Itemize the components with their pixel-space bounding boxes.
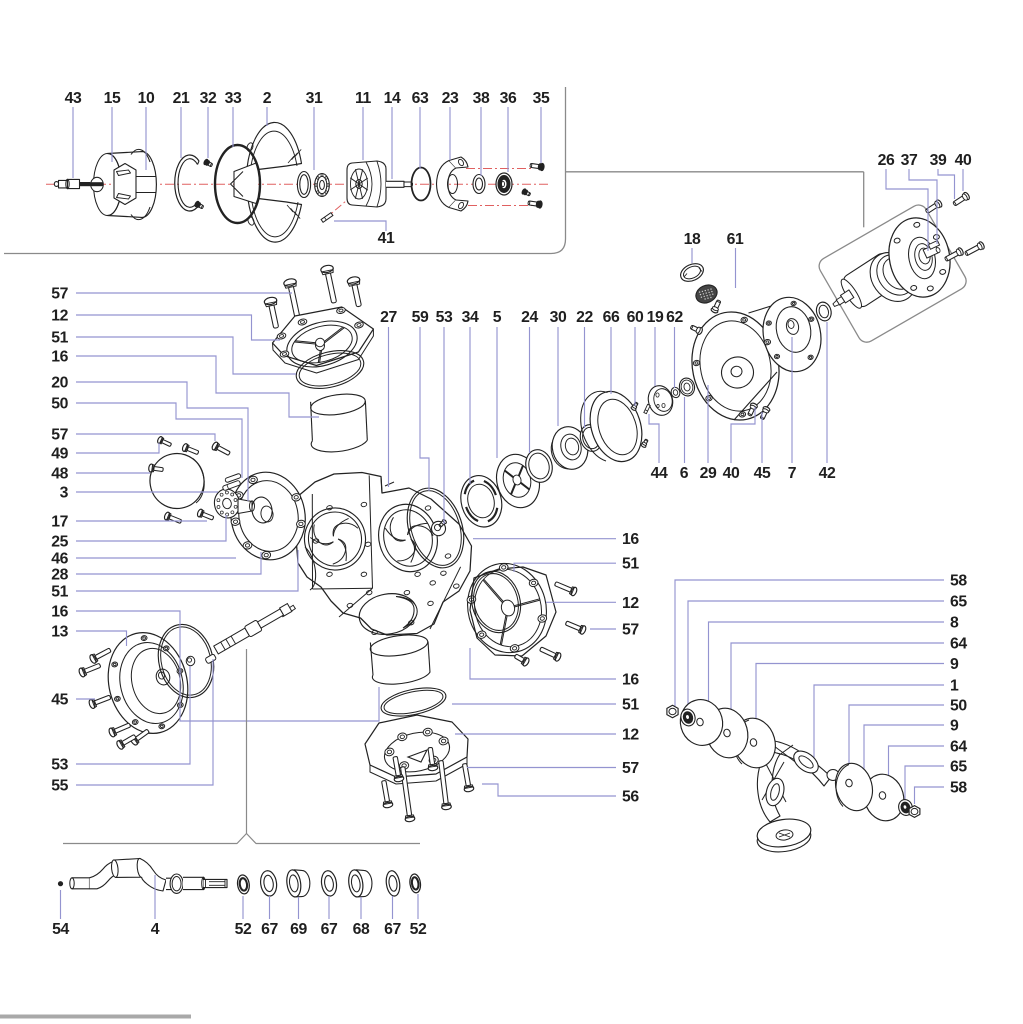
- svg-text:44: 44: [651, 465, 668, 482]
- svg-text:60: 60: [627, 309, 644, 326]
- svg-text:25: 25: [51, 534, 68, 551]
- svg-text:16: 16: [622, 672, 639, 689]
- svg-text:9: 9: [950, 656, 959, 673]
- svg-text:21: 21: [173, 90, 190, 107]
- svg-text:59: 59: [412, 309, 429, 326]
- svg-text:45: 45: [754, 465, 771, 482]
- svg-text:16: 16: [51, 604, 68, 621]
- svg-text:55: 55: [51, 778, 68, 795]
- svg-text:41: 41: [378, 230, 395, 247]
- svg-text:12: 12: [622, 727, 639, 744]
- svg-text:53: 53: [51, 757, 68, 774]
- svg-text:16: 16: [51, 349, 68, 366]
- svg-text:56: 56: [622, 789, 639, 806]
- svg-text:32: 32: [200, 90, 217, 107]
- svg-text:17: 17: [51, 514, 68, 531]
- svg-text:4: 4: [151, 921, 160, 938]
- svg-text:69: 69: [290, 921, 307, 938]
- svg-text:6: 6: [680, 465, 689, 482]
- svg-text:51: 51: [51, 584, 68, 601]
- svg-text:10: 10: [138, 90, 155, 107]
- svg-text:27: 27: [380, 309, 397, 326]
- svg-text:51: 51: [51, 330, 68, 347]
- svg-text:65: 65: [950, 594, 967, 611]
- svg-text:46: 46: [51, 551, 68, 568]
- svg-text:65: 65: [950, 759, 967, 776]
- svg-text:39: 39: [930, 152, 947, 169]
- svg-text:22: 22: [576, 309, 593, 326]
- svg-text:36: 36: [500, 90, 517, 107]
- svg-text:45: 45: [51, 692, 68, 709]
- svg-text:11: 11: [355, 90, 372, 107]
- svg-text:49: 49: [51, 446, 68, 463]
- svg-text:19: 19: [647, 309, 664, 326]
- svg-text:50: 50: [950, 698, 967, 715]
- svg-text:51: 51: [622, 556, 639, 573]
- svg-text:40: 40: [723, 465, 740, 482]
- svg-text:16: 16: [622, 531, 639, 548]
- svg-text:51: 51: [622, 697, 639, 714]
- svg-text:58: 58: [950, 780, 967, 797]
- svg-text:43: 43: [65, 90, 82, 107]
- svg-text:38: 38: [473, 90, 490, 107]
- svg-text:20: 20: [51, 375, 68, 392]
- svg-text:23: 23: [442, 90, 459, 107]
- svg-text:7: 7: [788, 465, 797, 482]
- svg-text:15: 15: [104, 90, 121, 107]
- svg-text:57: 57: [51, 427, 68, 444]
- svg-text:14: 14: [384, 90, 401, 107]
- svg-text:42: 42: [819, 465, 836, 482]
- svg-text:57: 57: [622, 760, 639, 777]
- svg-text:40: 40: [955, 152, 972, 169]
- svg-text:66: 66: [603, 309, 620, 326]
- svg-text:1: 1: [950, 678, 959, 695]
- svg-text:57: 57: [622, 622, 639, 639]
- svg-text:18: 18: [684, 231, 701, 248]
- svg-text:53: 53: [436, 309, 453, 326]
- svg-text:63: 63: [412, 90, 429, 107]
- svg-text:67: 67: [384, 921, 401, 938]
- svg-text:52: 52: [410, 921, 427, 938]
- svg-text:3: 3: [60, 485, 69, 502]
- svg-text:12: 12: [51, 308, 68, 325]
- svg-text:57: 57: [51, 286, 68, 303]
- svg-text:26: 26: [878, 152, 895, 169]
- svg-text:62: 62: [666, 309, 683, 326]
- svg-text:35: 35: [533, 90, 550, 107]
- svg-text:12: 12: [622, 595, 639, 612]
- svg-text:33: 33: [225, 90, 242, 107]
- svg-text:9: 9: [950, 718, 959, 735]
- svg-text:64: 64: [950, 636, 967, 653]
- svg-text:54: 54: [52, 921, 69, 938]
- svg-text:24: 24: [521, 309, 538, 326]
- svg-text:48: 48: [51, 466, 68, 483]
- svg-text:37: 37: [901, 152, 918, 169]
- svg-text:8: 8: [950, 615, 959, 632]
- svg-text:52: 52: [235, 921, 252, 938]
- svg-text:61: 61: [727, 231, 744, 248]
- svg-text:31: 31: [306, 90, 323, 107]
- svg-text:50: 50: [51, 396, 68, 413]
- svg-text:67: 67: [321, 921, 338, 938]
- svg-text:2: 2: [263, 90, 272, 107]
- svg-text:28: 28: [51, 567, 68, 584]
- svg-text:13: 13: [51, 624, 68, 641]
- svg-text:68: 68: [353, 921, 370, 938]
- svg-text:30: 30: [550, 309, 567, 326]
- svg-text:34: 34: [462, 309, 479, 326]
- svg-text:64: 64: [950, 739, 967, 756]
- svg-text:5: 5: [493, 309, 502, 326]
- svg-text:29: 29: [700, 465, 717, 482]
- svg-text:67: 67: [261, 921, 278, 938]
- svg-text:58: 58: [950, 573, 967, 590]
